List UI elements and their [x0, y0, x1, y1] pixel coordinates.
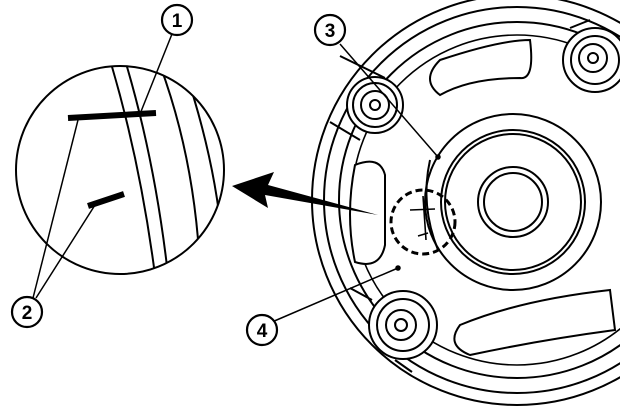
torx-star-icon	[385, 309, 417, 341]
bolt-upper-left	[329, 55, 404, 141]
bolt-upper-right	[562, 19, 620, 93]
svg-text:2: 2	[22, 303, 33, 324]
sprocket-disc	[311, 0, 620, 406]
svg-text:3: 3	[325, 21, 336, 42]
torx-star-icon	[360, 90, 390, 120]
svg-text:4: 4	[257, 321, 268, 342]
dashed-highlight-circle	[389, 188, 457, 256]
callout-4: 4	[245, 313, 279, 347]
leader-lines	[32, 33, 441, 323]
callout-3: 3	[313, 13, 347, 47]
alignment-mark-upper	[67, 110, 157, 121]
timing-marks-detail	[389, 188, 457, 256]
torx-star-icon	[578, 43, 608, 73]
callout-2: 2	[10, 295, 44, 329]
bolt-lower	[349, 287, 438, 373]
alignment-mark-lower	[87, 191, 125, 209]
svg-text:1: 1	[172, 11, 183, 32]
callout-1: 1	[160, 3, 194, 37]
arrow-icon	[232, 172, 378, 215]
magnified-view	[15, 65, 225, 275]
